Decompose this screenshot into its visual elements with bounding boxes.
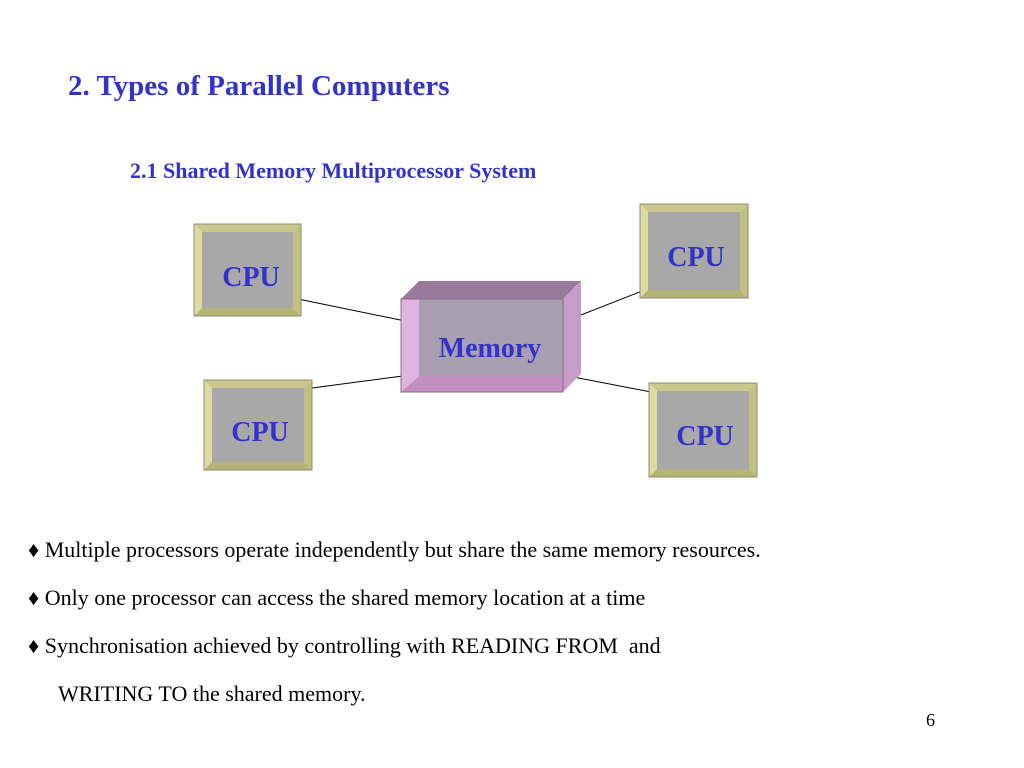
cpu-box-bottom-right: CPU [648, 382, 758, 478]
edge-cpu-bottom-left-memory [311, 374, 411, 389]
cpu-box-top-right: CPU [639, 203, 749, 299]
memory-box: Memory [400, 281, 581, 393]
bullet-text: Only one processor can access the shared… [44, 585, 646, 610]
bullet-continuation: WRITING TO the shared memory. [58, 681, 366, 706]
bullet-text: Multiple processors operate independentl… [44, 537, 761, 562]
cpu-label-bottom-right: CPU [676, 421, 734, 452]
edge-cpu-top-left-memory [297, 298, 411, 323]
page-number: 6 [926, 710, 935, 730]
bullet-symbol: ♦ [28, 537, 40, 562]
connectors [297, 290, 652, 393]
cpu-label-top-right: CPU [667, 242, 725, 273]
bullet-item: ♦ Synchronisation achieved by controllin… [28, 622, 1008, 670]
shared-memory-diagram: CPU CPU Memory CPU CPU [193, 203, 758, 478]
cpu-box-top-left: CPU [193, 223, 302, 317]
edge-cpu-bottom-right-memory [562, 374, 652, 393]
bullet-symbol: ♦ [28, 633, 40, 658]
cpu-box-bottom-left: CPU [203, 379, 313, 471]
bullet-item: ♦ Multiple processors operate independen… [28, 526, 1008, 574]
cpu-label-top-left: CPU [222, 262, 280, 293]
bullet-item: ♦ Only one processor can access the shar… [28, 574, 1008, 622]
bullet-list: ♦ Multiple processors operate independen… [28, 526, 1008, 718]
cpu-label-bottom-left: CPU [231, 417, 289, 448]
slide-title: 2. Types of Parallel Computers [68, 70, 450, 102]
memory-label: Memory [439, 333, 542, 364]
bullet-symbol: ♦ [28, 585, 40, 610]
slide-subtitle: 2.1 Shared Memory Multiprocessor System [130, 158, 537, 183]
bullet-text: Synchronisation achieved by controlling … [44, 633, 661, 658]
